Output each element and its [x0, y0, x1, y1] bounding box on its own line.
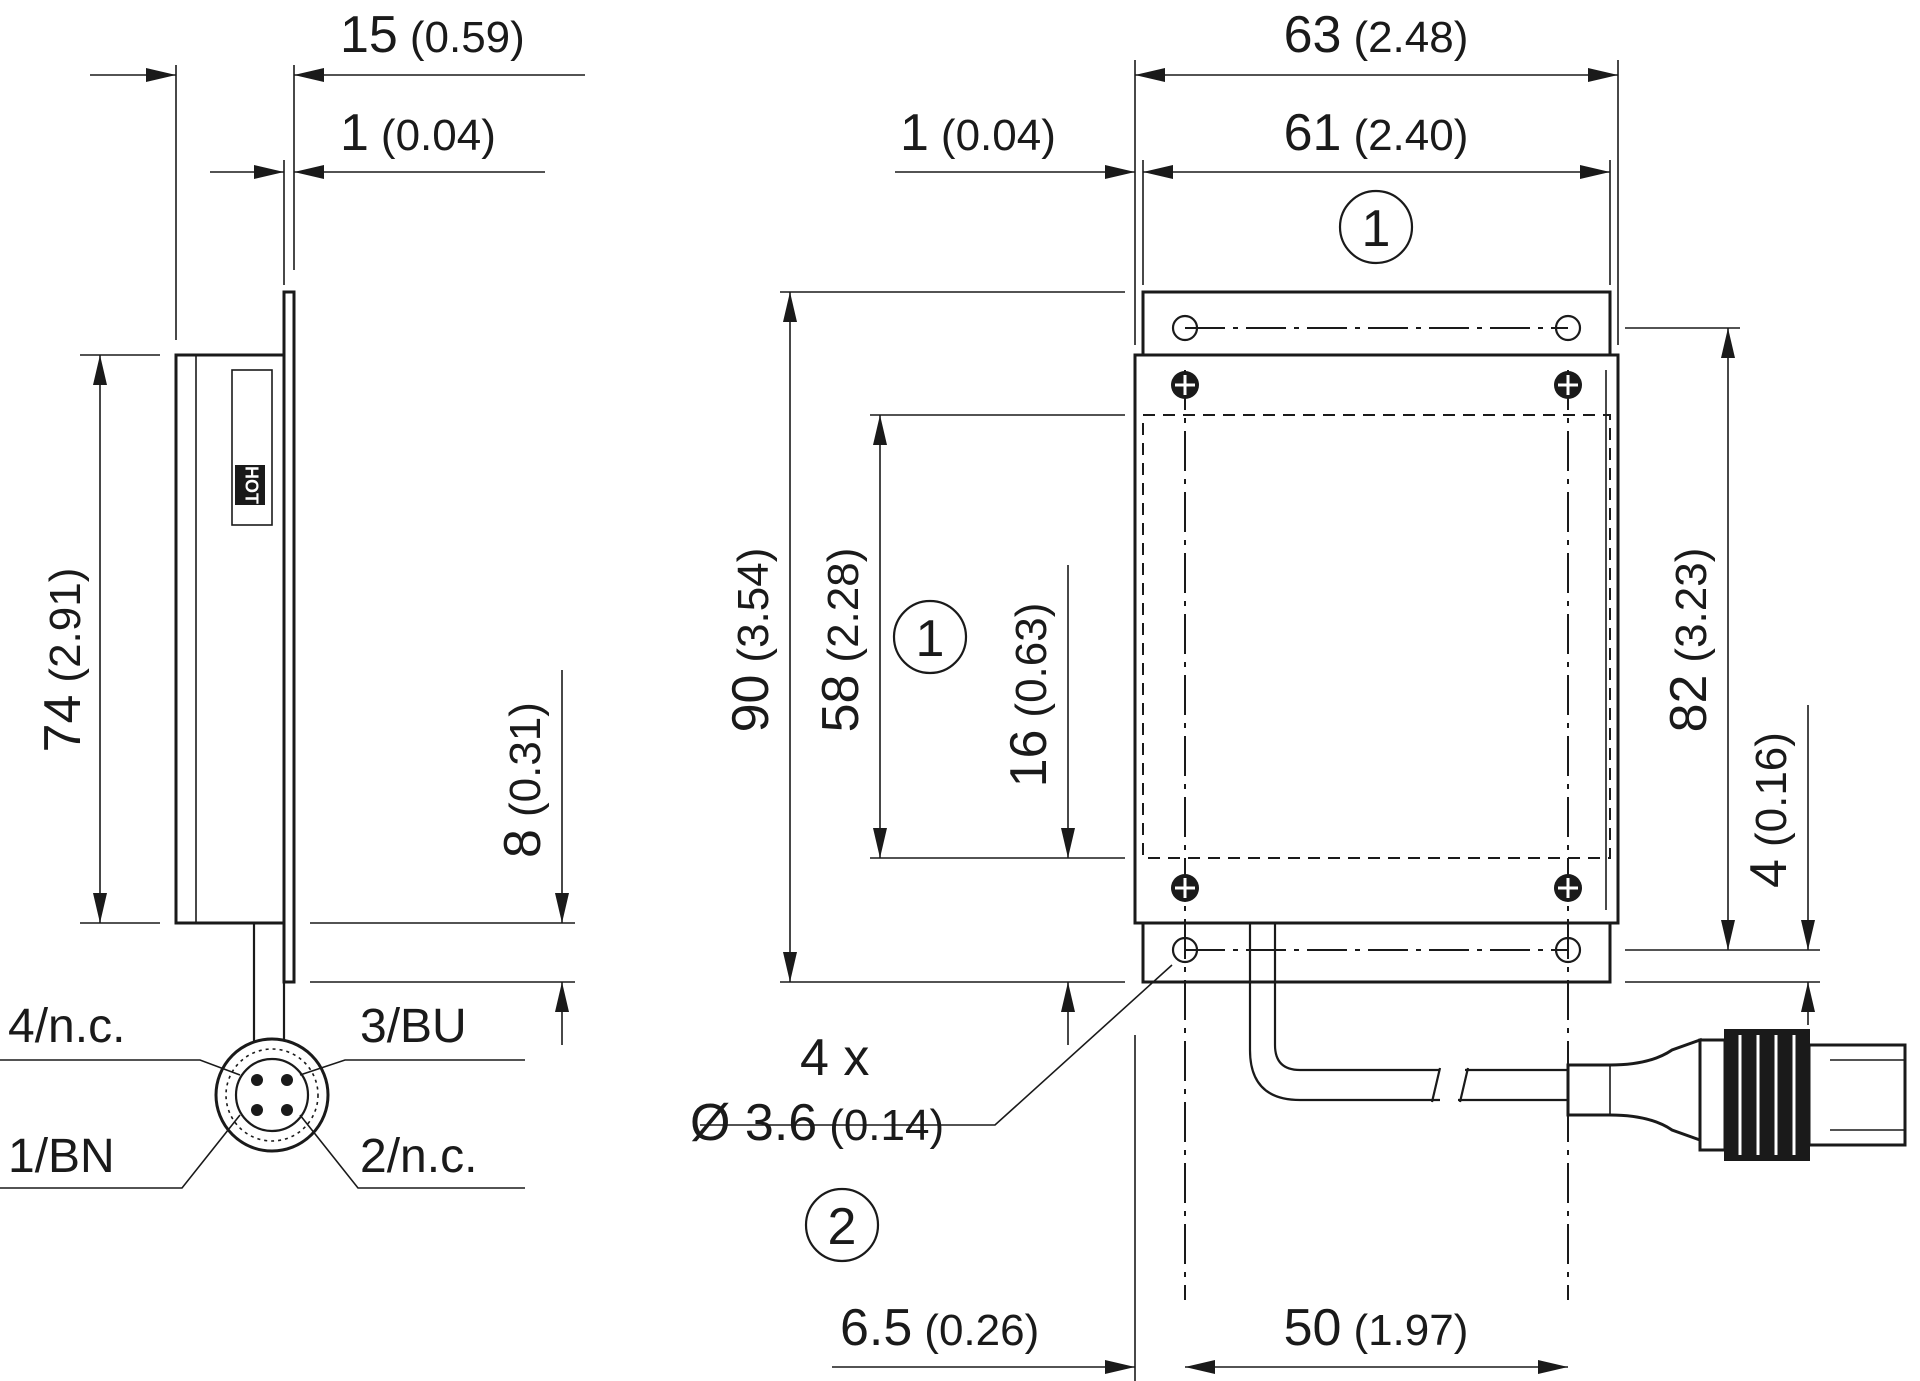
dim-hole-edge: 4(0.16)	[1740, 732, 1798, 888]
pin-4-label: 4/n.c.	[8, 1000, 125, 1053]
callout-2	[804, 1187, 880, 1263]
side-label	[231, 369, 273, 526]
dim-hole-pitch-h: 50(1.97)	[1284, 1299, 1469, 1357]
dim-side-width: 15(0.59)	[340, 6, 525, 64]
holes-diameter: Ø 3.6(0.14)	[690, 1094, 944, 1152]
dim-hole-offset-x: 6.5(0.26)	[840, 1299, 1039, 1357]
callout-2-text: 2	[828, 1198, 857, 1256]
front-housing	[1133, 353, 1620, 925]
callout-1-top	[1338, 189, 1414, 265]
hot-logo-text: HOT	[241, 466, 261, 504]
dim-side-plate: 1(0.04)	[340, 104, 496, 162]
dim-front-inner-width: 61(2.40)	[1284, 104, 1469, 162]
dim-hole-pitch-v: 82(3.23)	[1660, 548, 1718, 733]
callout-1-left	[892, 599, 968, 675]
mounting-holes	[1171, 314, 1582, 964]
side-mounting-plate	[282, 290, 296, 984]
front-view: 63(2.48) 1(0.04) 61(2.40) 1 90(3.54) 58(…	[690, 6, 1907, 1381]
side-view: HOT 4/n.c. 3/BU 1/BN 2/n.c. 15(0.59)	[0, 6, 585, 1189]
connector-face	[214, 1037, 330, 1153]
dim-side-height: 74(2.91)	[34, 568, 92, 753]
side-housing	[174, 353, 286, 925]
pin-1-label: 1/BN	[8, 1130, 115, 1183]
dim-front-width: 63(2.48)	[1284, 6, 1469, 64]
cable	[1248, 923, 1570, 1103]
dim-side-cable-offset: 8(0.31)	[494, 702, 552, 858]
callout-1-top-text: 1	[1362, 200, 1391, 258]
callout-1-left-text: 1	[916, 610, 945, 668]
dim-field-height: 58(2.28)	[812, 548, 870, 733]
dim-front-height: 90(3.54)	[722, 548, 780, 733]
sensing-field	[1142, 414, 1611, 859]
dim-front-plate-offset: 1(0.04)	[900, 104, 1056, 162]
holes-count: 4 x	[800, 1029, 869, 1087]
hot-logo	[235, 465, 265, 505]
m12-connector	[1566, 1029, 1907, 1161]
screws	[1171, 371, 1582, 902]
dim-field-offset: 16(0.63)	[1000, 603, 1058, 788]
pin-3-label: 3/BU	[360, 1000, 467, 1053]
pin-2-label: 2/n.c.	[360, 1130, 477, 1183]
